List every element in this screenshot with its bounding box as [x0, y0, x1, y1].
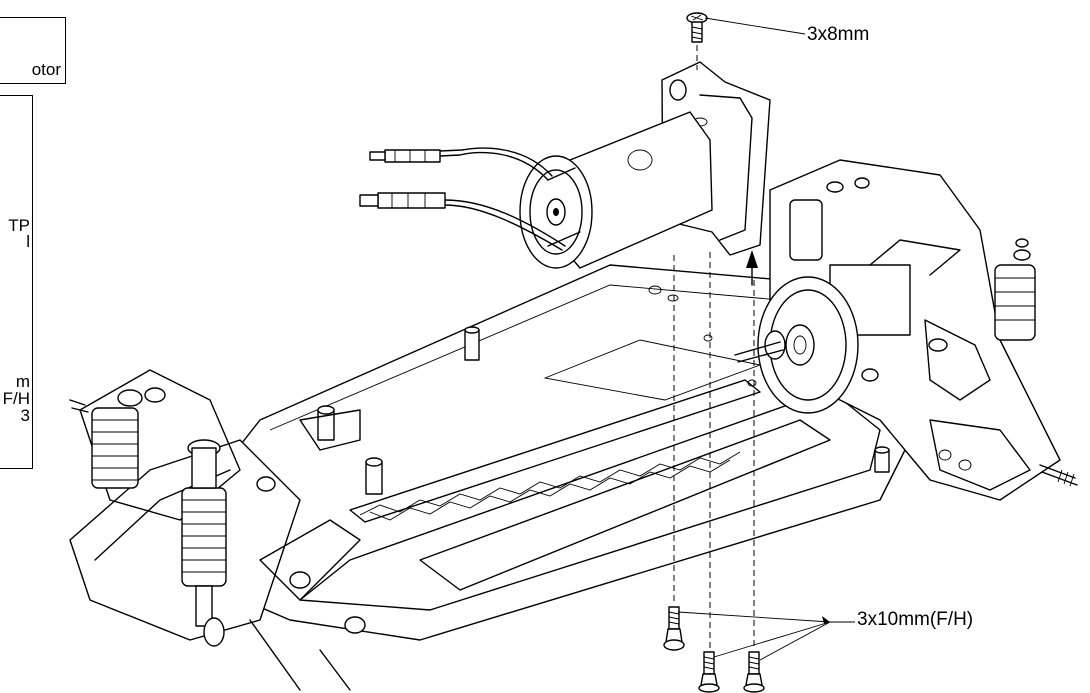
side-info-box-top: otor [0, 17, 66, 84]
bottom-screw-1 [663, 606, 685, 651]
front-suspension [69, 369, 366, 691]
side-box-line: m [15, 372, 30, 391]
side-box-top-text: otor [31, 60, 61, 79]
screw-3x8mm [686, 12, 806, 70]
side-box-line: TP [8, 216, 30, 235]
side-box-line: l [26, 232, 30, 251]
chassis-tub [149, 264, 906, 641]
bottom-screw-3 [743, 651, 765, 693]
callout-bottom-screws: 3x10mm(F/H) [857, 609, 974, 630]
screws-3x10mm-fh [663, 606, 855, 693]
callout-top-screw: 3x8mm [807, 24, 870, 45]
motor-assembly [359, 61, 771, 286]
guide-lines [673, 252, 755, 650]
bottom-screw-2 [698, 651, 720, 693]
rear-suspension-gearbox [734, 159, 1078, 501]
side-box-line: 3 [20, 406, 30, 425]
side-info-box-main: TP l m F/H 3 [0, 95, 33, 469]
side-box-line: F/H [2, 389, 30, 408]
